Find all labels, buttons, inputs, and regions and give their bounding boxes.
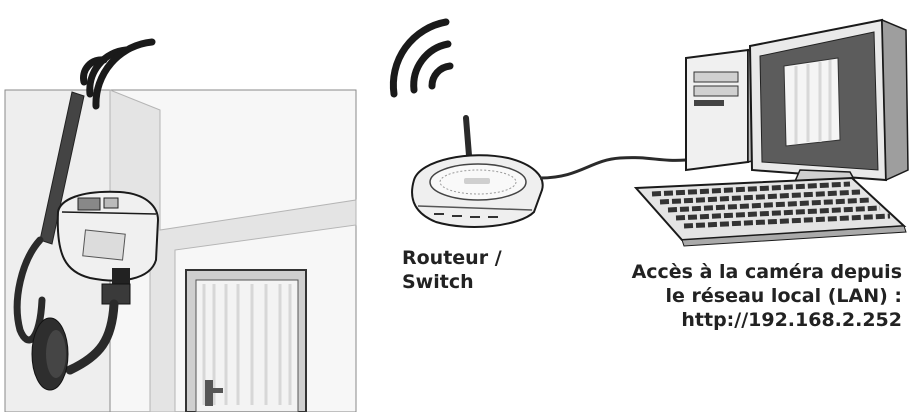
- door-icon: [186, 270, 306, 412]
- keyboard-icon: [636, 178, 906, 246]
- lan-access-line-1: Accès à la caméra depuis: [632, 260, 902, 284]
- lan-cable: [540, 158, 686, 178]
- lan-access-label: Accès à la caméra depuis le réseau local…: [632, 260, 902, 332]
- desktop-computer-icon: [686, 20, 908, 190]
- router-switch-label: Routeur / Switch: [402, 246, 502, 294]
- router-label-line-2: Switch: [402, 270, 502, 294]
- router-wifi-waves-icon: [393, 22, 450, 94]
- router-icon: [412, 118, 543, 227]
- lan-access-url[interactable]: http://192.168.2.252: [632, 308, 902, 332]
- router-label-line-1: Routeur /: [402, 246, 502, 270]
- lan-access-line-2: le réseau local (LAN) :: [632, 284, 902, 308]
